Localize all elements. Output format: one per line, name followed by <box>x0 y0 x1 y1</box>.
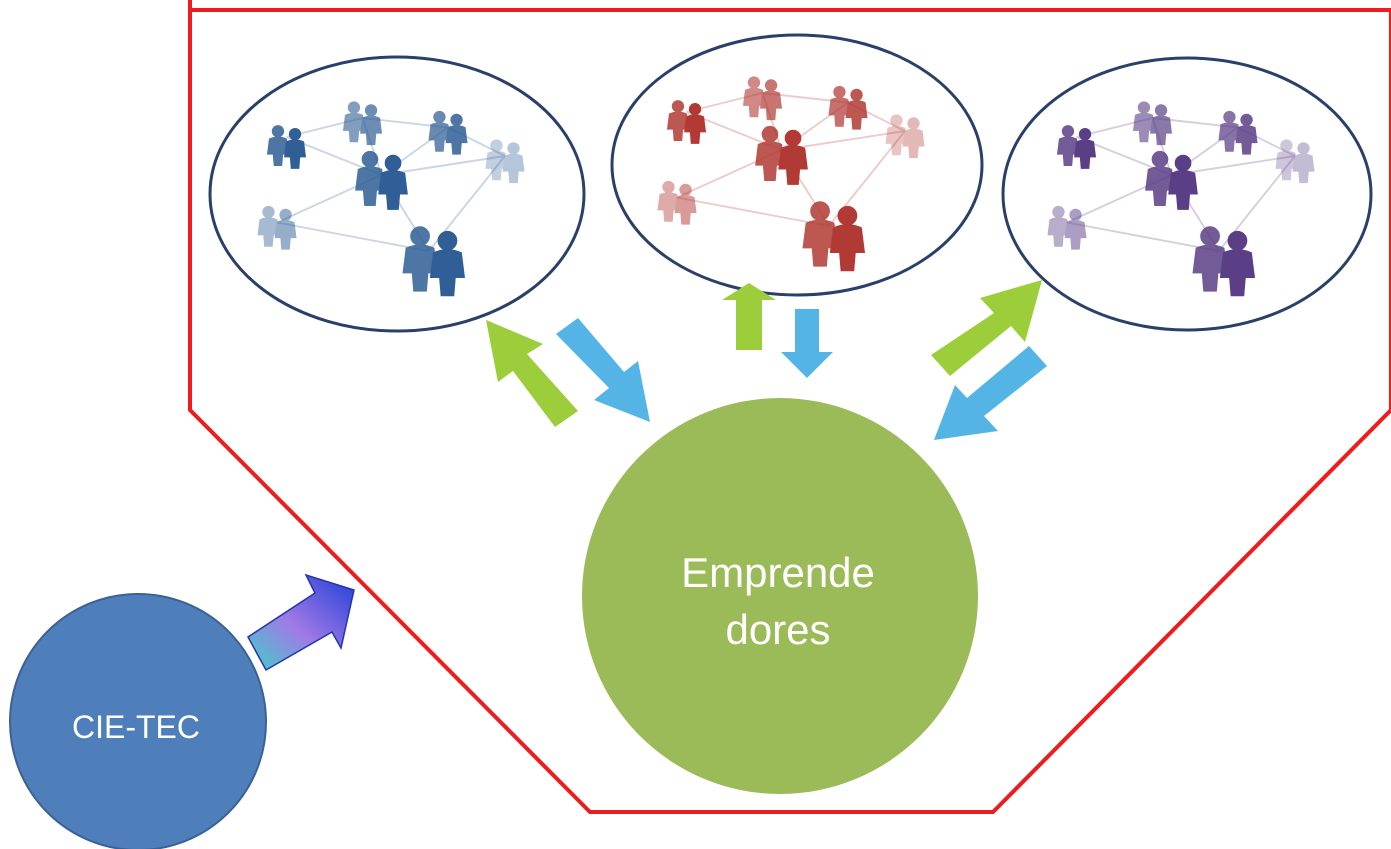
arrow-right-out <box>931 280 1042 376</box>
emprendedores-node: Emprende dores <box>582 398 978 794</box>
cietec-label: CIE-TEC <box>72 709 200 745</box>
arrow-right-in <box>934 346 1047 440</box>
cietec-node: CIE-TEC <box>9 593 267 849</box>
arrow-left-out <box>486 320 578 427</box>
network-center <box>610 33 984 297</box>
network-left <box>208 55 586 333</box>
arrow-center-in <box>781 309 833 378</box>
ecosystem-boundary <box>188 0 1391 814</box>
network-right <box>1001 56 1373 332</box>
arrow-center-out <box>722 283 776 350</box>
arrow-left-in <box>556 318 650 422</box>
emprendedores-label-line1: Emprende <box>681 549 875 596</box>
cietec-arrow <box>247 573 355 672</box>
emprendedores-label-line2: dores <box>725 606 830 653</box>
